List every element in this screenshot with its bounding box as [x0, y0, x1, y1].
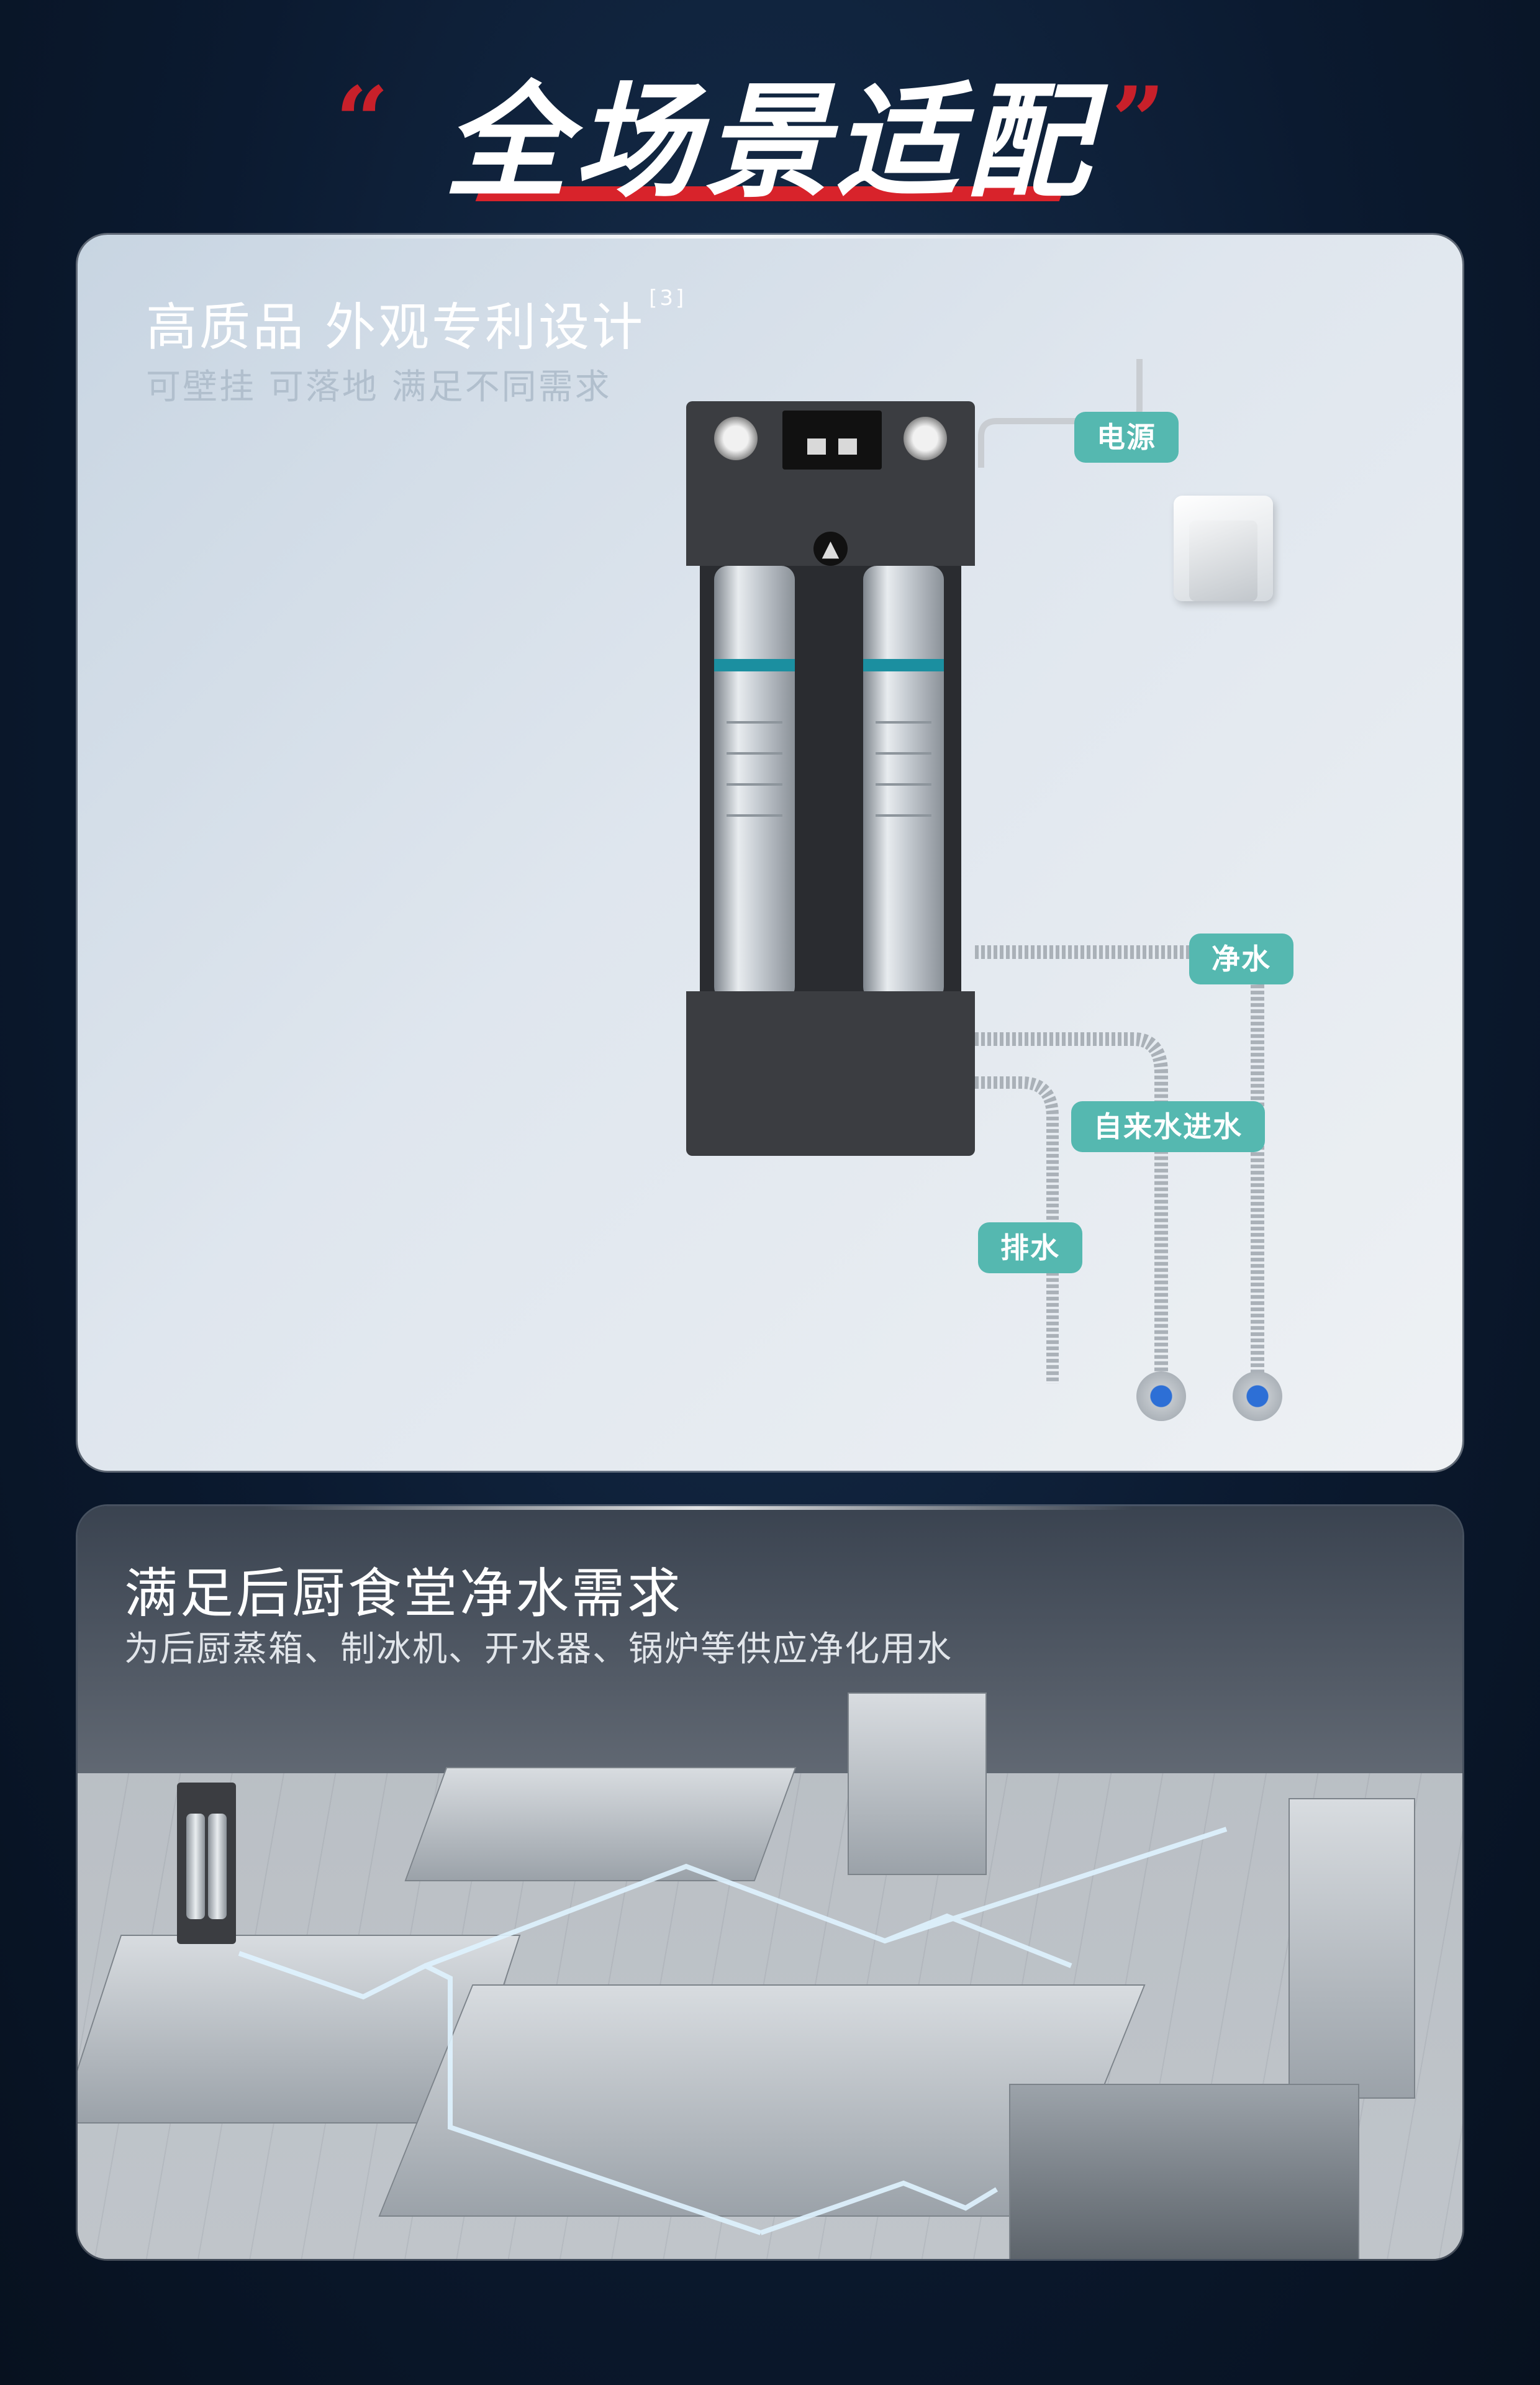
kitchen-purifier [177, 1783, 236, 1944]
panel-glow [264, 1506, 1133, 1510]
header: “ 全场景适配 ” [0, 0, 1540, 230]
valve-icon [1233, 1371, 1282, 1421]
device-bottom-housing [686, 991, 975, 1156]
ice-machine [848, 1692, 987, 1875]
panel2-subtitle: 为后厨蒸箱、制冰机、开水器、锅炉等供应净化用水 [124, 1629, 953, 1670]
power-label: 电源 [1074, 412, 1179, 463]
clean-water-label: 净水 [1189, 934, 1293, 984]
panel1-subtitle: 可壁挂 可落地 满足不同需求 [146, 367, 612, 407]
open-quote-icon: “ [335, 66, 389, 176]
tap-water-in-label: 自来水进水 [1071, 1101, 1265, 1152]
page-title: 全场景适配 [443, 70, 1096, 215]
stove-area [1009, 2084, 1359, 2259]
pressure-gauge-icon [904, 417, 947, 460]
valve-icon [1136, 1371, 1186, 1421]
close-quote-icon: ” [1112, 66, 1166, 176]
panel1-title-text: 高质品 外观专利设计 [146, 298, 646, 357]
panel1-title: 高质品 外观专利设计[3] [146, 286, 686, 360]
storage-cabinet [1289, 1798, 1415, 2099]
display-screen [782, 411, 882, 470]
panel2-title: 满足后厨食堂净水需求 [124, 1563, 683, 1625]
triangle-logo-icon: ▲ [813, 532, 848, 566]
device-top-housing: ▲ [686, 401, 975, 566]
product-panel: 高质品 外观专利设计[3] 可壁挂 可落地 满足不同需求 ▲ [78, 235, 1462, 1471]
purifier-device: ▲ [686, 401, 975, 1156]
filter-cartridge [714, 566, 795, 1001]
kitchen-panel: 满足后厨食堂净水需求 为后厨蒸箱、制冰机、开水器、锅炉等供应净化用水 [78, 1506, 1462, 2259]
water-pipes [238, 1827, 1228, 2235]
footnote-ref: [3] [649, 286, 687, 311]
panel-glow [264, 235, 1133, 238]
power-adapter [1189, 520, 1257, 601]
pressure-gauge-icon [714, 417, 758, 460]
drain-label: 排水 [978, 1222, 1082, 1273]
filter-cartridge [863, 566, 944, 1001]
